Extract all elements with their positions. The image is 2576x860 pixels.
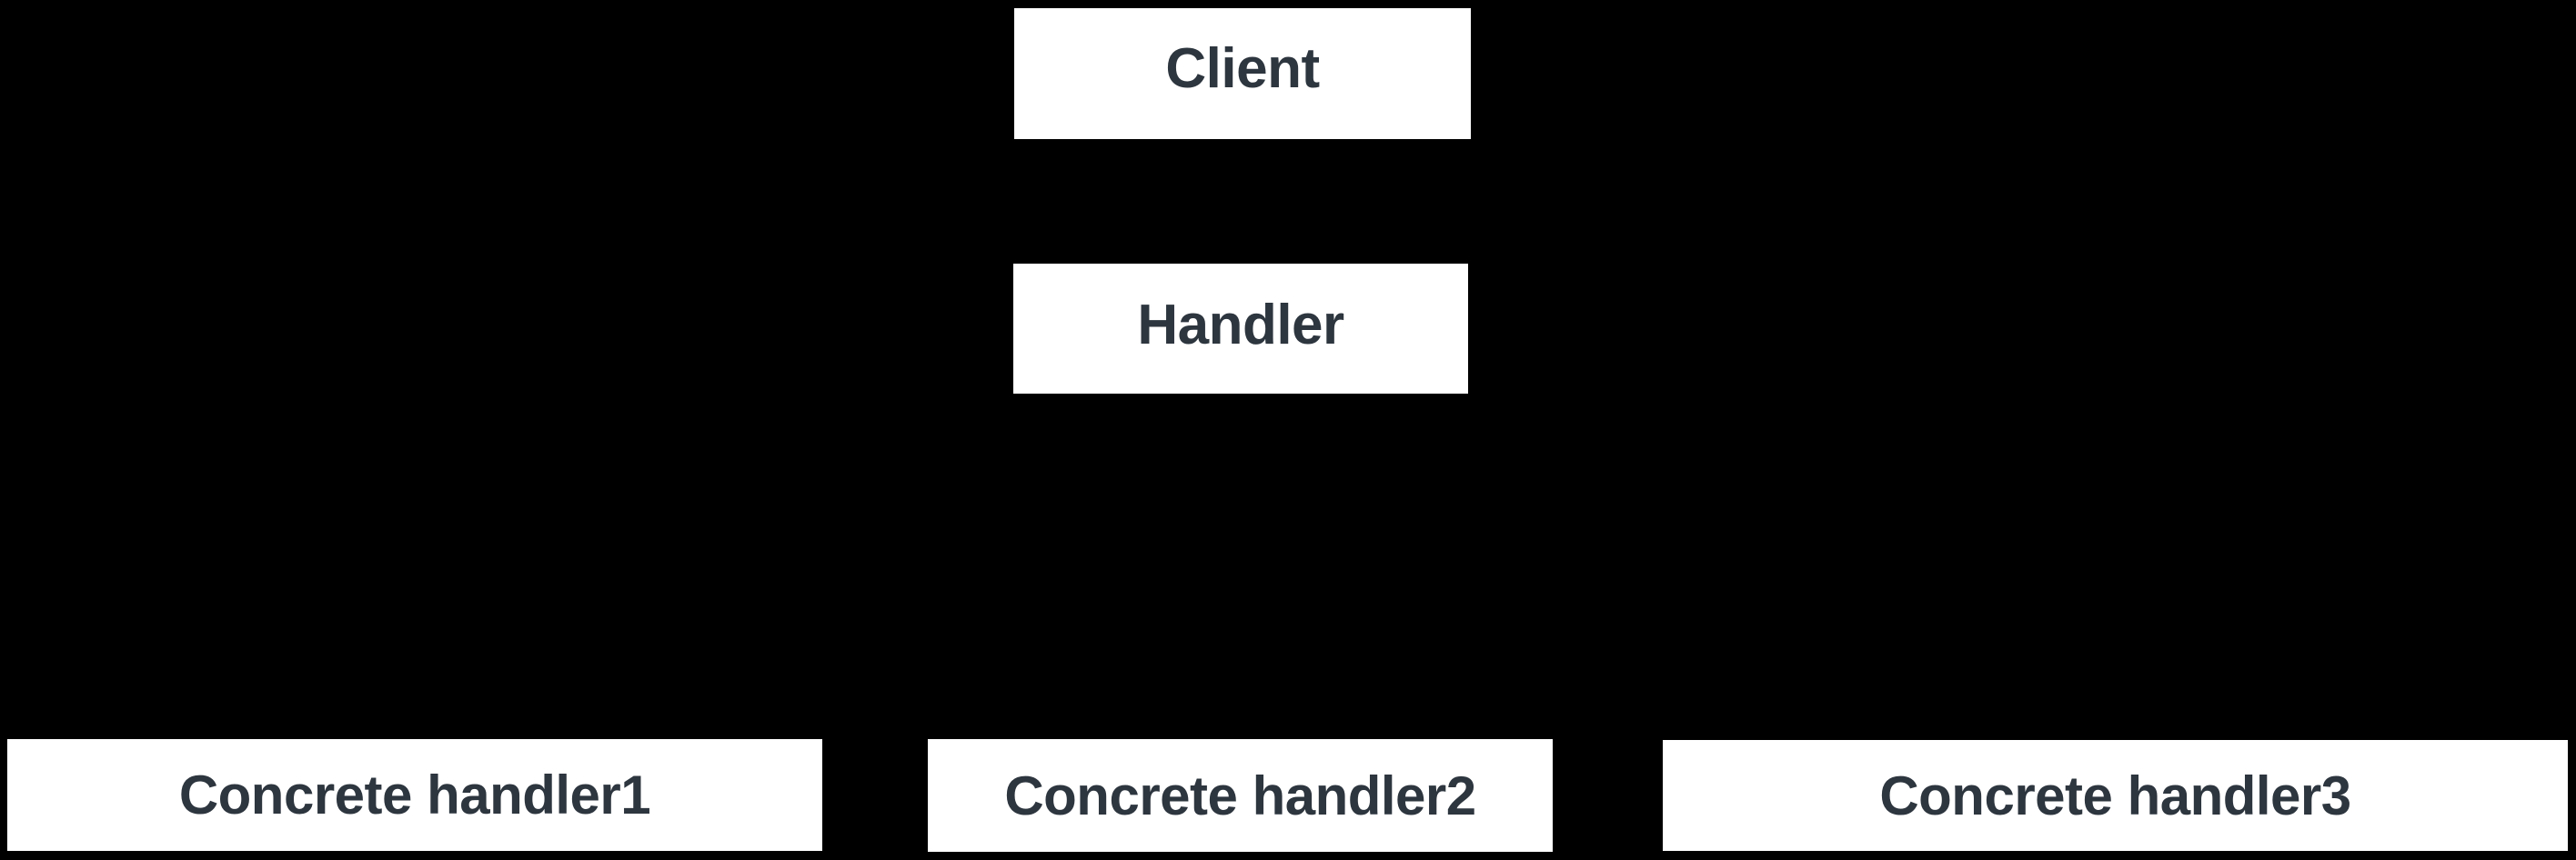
node-client-label: Client bbox=[1165, 36, 1320, 100]
node-handler: Handler bbox=[1013, 264, 1468, 394]
node-concrete-handler1: Concrete handler1 bbox=[7, 739, 822, 851]
node-handler-label: Handler bbox=[1137, 294, 1344, 356]
node-concrete-handler1-label: Concrete handler1 bbox=[178, 765, 651, 825]
node-concrete-handler3: Concrete handler3 bbox=[1663, 740, 2568, 851]
node-concrete-handler2: Concrete handler2 bbox=[928, 739, 1553, 852]
node-concrete-handler2-label: Concrete handler2 bbox=[1004, 765, 1476, 826]
node-concrete-handler3-label: Concrete handler3 bbox=[1879, 765, 2351, 826]
node-client: Client bbox=[1014, 8, 1471, 139]
